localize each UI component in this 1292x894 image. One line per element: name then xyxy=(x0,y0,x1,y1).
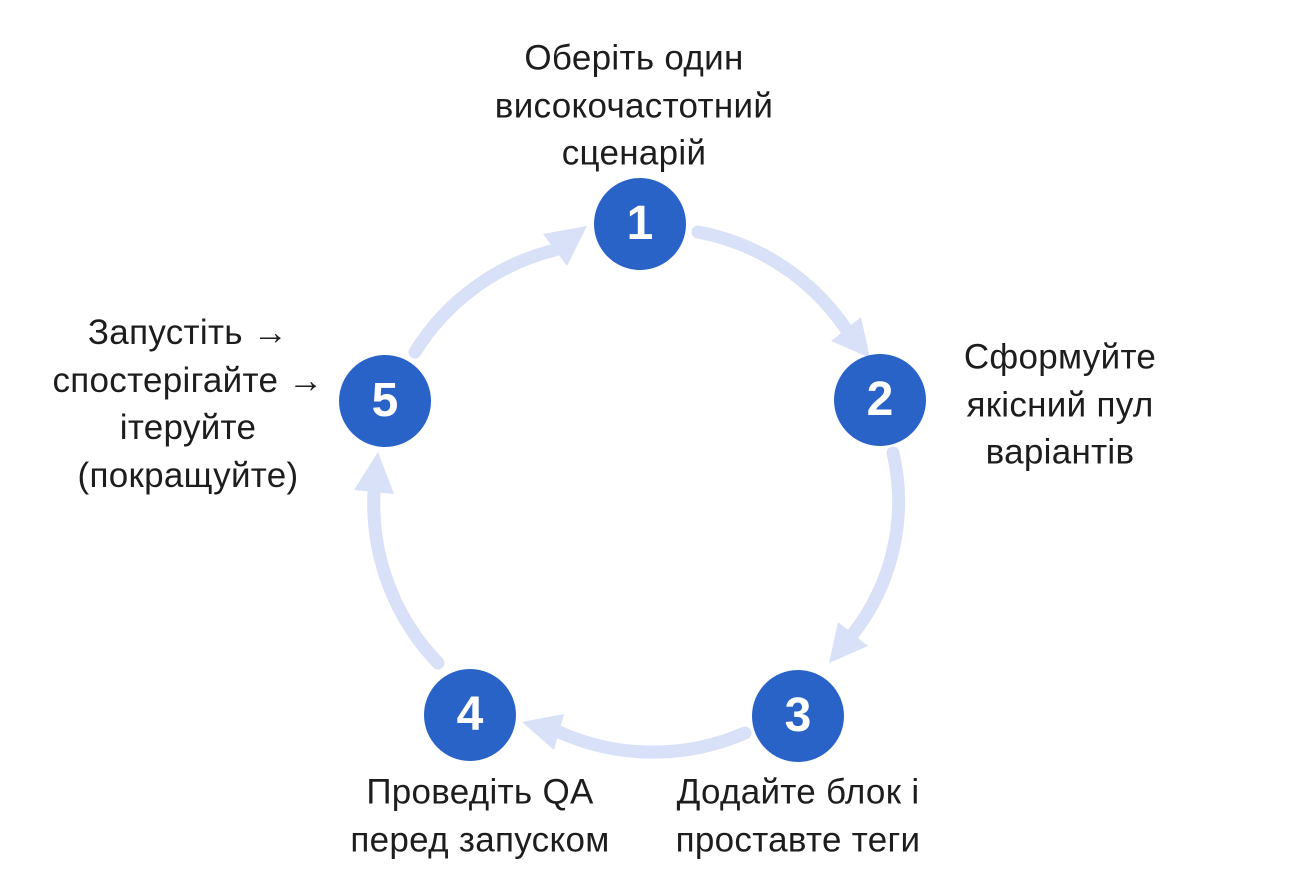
arrowhead-into-3-icon xyxy=(829,622,868,663)
arrow-arc-2-to-3 xyxy=(846,446,906,641)
step-number-2: 2 xyxy=(866,373,894,426)
step-node-5: 5 xyxy=(339,355,431,447)
arrowhead-into-1-icon xyxy=(543,226,587,266)
step-node-4: 4 xyxy=(424,669,516,761)
step-label-4: Проведіть QA перед запуском xyxy=(350,772,610,859)
arrow-arc-4-to-5 xyxy=(367,485,445,670)
arrowhead-into-4-icon xyxy=(522,714,564,750)
step-label-2: Сформуйте якісний пул варіантів xyxy=(963,337,1157,472)
step-label-5: Запустіть → спостерігайте → ітеруйте (по… xyxy=(52,312,324,495)
step-number-1: 1 xyxy=(626,197,654,250)
step-node-3: 3 xyxy=(752,670,844,762)
step-node-2: 2 xyxy=(834,354,926,446)
step-number-3: 3 xyxy=(784,689,812,742)
step-label-3: Додайте блок і проставте теги xyxy=(675,772,921,859)
step-number-4: 4 xyxy=(456,688,484,741)
arrowhead-into-2-icon xyxy=(831,317,870,358)
arrow-arc-5-to-1 xyxy=(408,243,562,359)
arrow-arc-3-to-4 xyxy=(552,725,752,759)
arrow-arc-1-to-2 xyxy=(691,225,853,336)
step-node-1: 1 xyxy=(594,178,686,270)
step-number-5: 5 xyxy=(371,374,399,427)
step-label-1: Оберіть один високочастотний сценарій xyxy=(494,38,774,173)
arrowhead-into-5-icon xyxy=(354,452,394,494)
